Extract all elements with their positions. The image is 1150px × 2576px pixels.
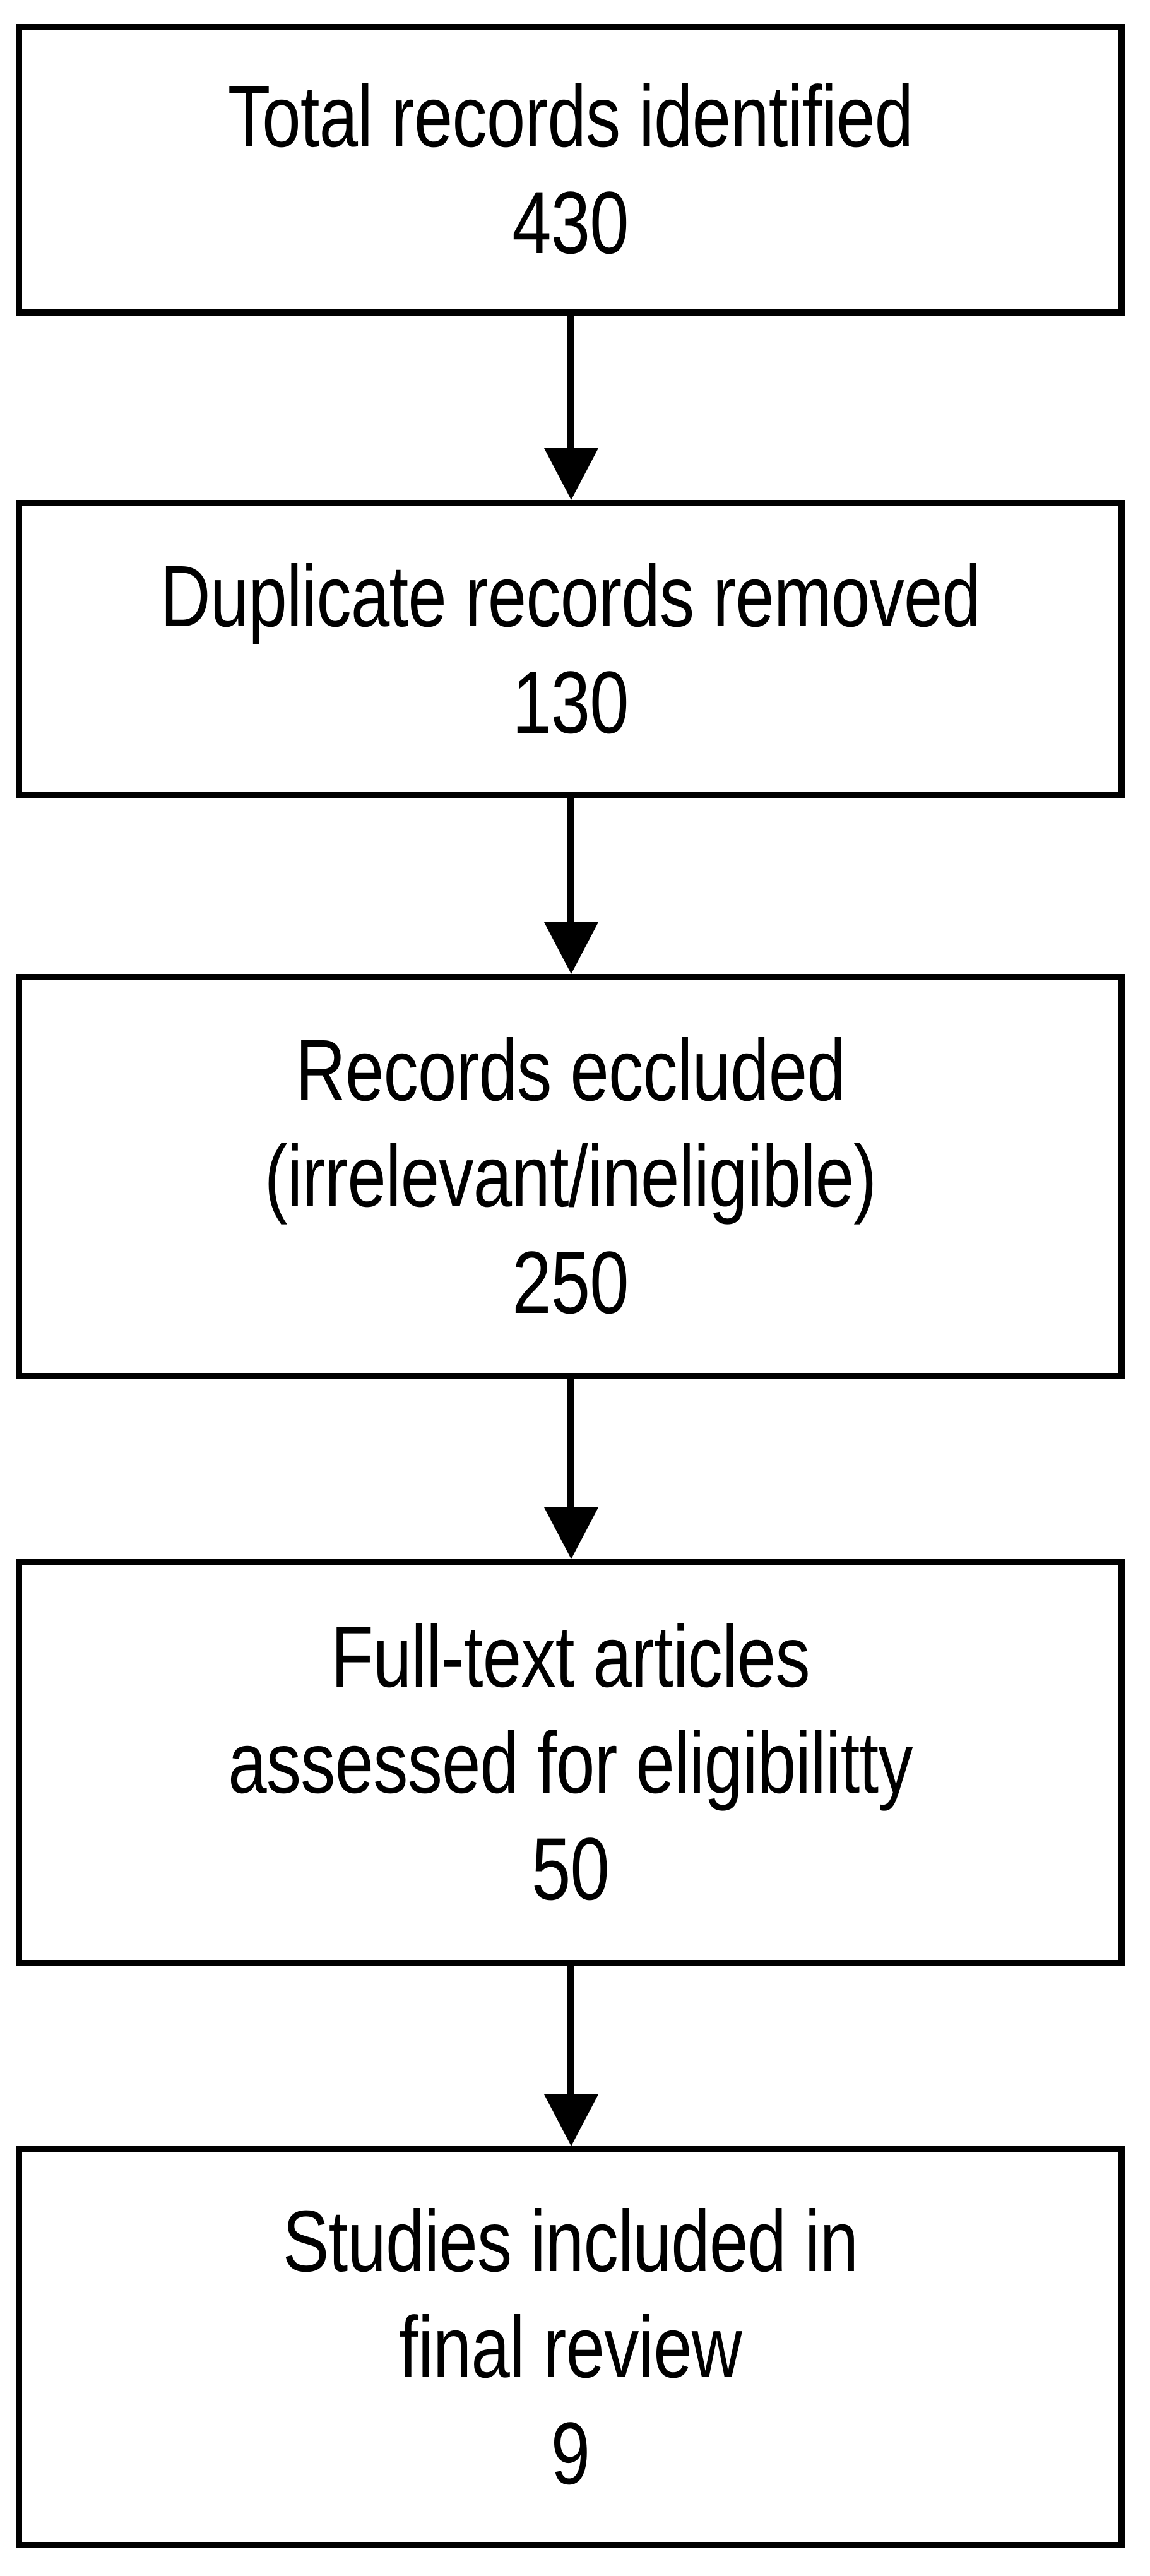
flow-box-studies-included-final-review: Studies included in final review 9 bbox=[16, 2146, 1125, 2548]
flow-box-sublabel-studies-included-final-review: final review bbox=[399, 2298, 742, 2396]
arrow-stem bbox=[567, 316, 574, 448]
flow-box-count-studies-included-final-review: 9 bbox=[550, 2403, 590, 2503]
arrow-head-icon bbox=[544, 1507, 598, 1559]
flow-box-total-records-identified: Total records identified 430 bbox=[16, 24, 1125, 316]
arrow-head-icon bbox=[544, 2094, 598, 2146]
arrow-down-excluded-to-fulltext bbox=[0, 1379, 1150, 1559]
arrow-stem bbox=[567, 1379, 574, 1507]
arrow-down-fulltext-to-included bbox=[0, 1966, 1150, 2146]
arrow-down-identified-to-duplicates bbox=[0, 316, 1150, 500]
arrow-head-icon bbox=[544, 448, 598, 500]
flow-box-count-records-excluded: 250 bbox=[512, 1233, 629, 1332]
flow-box-duplicate-records-removed: Duplicate records removed 130 bbox=[16, 500, 1125, 798]
flow-box-label-total-records-identified: Total records identified bbox=[227, 68, 913, 165]
flow-box-count-duplicate-records-removed: 130 bbox=[512, 652, 629, 752]
flow-box-label-duplicate-records-removed: Duplicate records removed bbox=[160, 547, 981, 645]
flow-box-label-studies-included-final-review: Studies included in bbox=[282, 2192, 858, 2290]
flow-box-sublabel-records-excluded: (irrelevant/ineligible) bbox=[264, 1128, 877, 1225]
flow-box-label-records-excluded: Records eccluded bbox=[295, 1022, 846, 1119]
flow-box-label-fulltext-articles-assessed: Full-text articles bbox=[331, 1608, 810, 1706]
flow-box-count-total-records-identified: 430 bbox=[512, 173, 629, 272]
arrow-stem bbox=[567, 1966, 574, 2094]
arrow-stem bbox=[567, 798, 574, 922]
flow-box-count-fulltext-articles-assessed: 50 bbox=[531, 1819, 610, 1918]
flow-box-records-excluded: Records eccluded (irrelevant/ineligible)… bbox=[16, 974, 1125, 1379]
arrow-head-icon bbox=[544, 922, 598, 974]
arrow-down-duplicates-to-excluded bbox=[0, 798, 1150, 974]
flow-box-sublabel-fulltext-articles-assessed: assessed for eligibilitty bbox=[228, 1714, 913, 1812]
flow-box-fulltext-articles-assessed: Full-text articles assessed for eligibil… bbox=[16, 1559, 1125, 1966]
